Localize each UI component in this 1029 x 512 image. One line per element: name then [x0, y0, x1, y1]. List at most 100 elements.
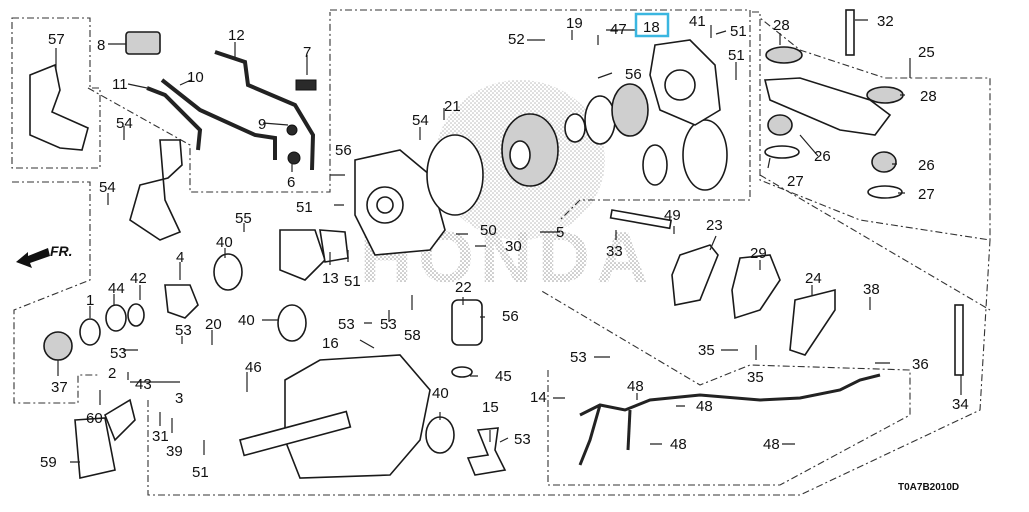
part-27-washer-b	[867, 185, 903, 199]
callout-48[interactable]: 48	[627, 378, 644, 395]
callout-48[interactable]: 48	[670, 436, 687, 453]
callout-26[interactable]: 26	[918, 157, 935, 174]
parts	[29, 9, 964, 479]
callout-52[interactable]: 52	[508, 31, 525, 48]
callout-37[interactable]: 37	[51, 379, 68, 396]
callout-5[interactable]: 5	[556, 224, 564, 241]
callout-11[interactable]: 11	[112, 76, 128, 93]
callout-54[interactable]: 54	[412, 112, 429, 129]
callout-6[interactable]: 6	[287, 174, 295, 191]
callout-20[interactable]: 20	[205, 316, 222, 333]
callout-55[interactable]: 55	[235, 210, 252, 227]
part-28-bushing-b	[866, 86, 904, 104]
callout-15[interactable]: 15	[482, 399, 499, 416]
callout-12[interactable]: 12	[228, 27, 245, 44]
callout-8[interactable]: 8	[97, 37, 105, 54]
callout-4[interactable]: 4	[176, 249, 184, 266]
callout-40[interactable]: 40	[238, 312, 255, 329]
callout-54[interactable]: 54	[99, 179, 116, 196]
callout-43[interactable]: 43	[135, 376, 152, 393]
callout-33[interactable]: 33	[606, 243, 623, 260]
callout-47[interactable]: 47	[610, 21, 627, 38]
callout-labels[interactable]: 57 8 12 7 11 10 9 6 54 54 55 40 4 42 44 …	[40, 13, 969, 481]
part-15-fork	[466, 427, 507, 476]
callout-53[interactable]: 53	[570, 349, 587, 366]
callout-14[interactable]: 14	[530, 389, 547, 406]
part-29-mount	[731, 254, 781, 320]
callout-9[interactable]: 9	[258, 116, 266, 133]
part-4-housing	[164, 284, 199, 319]
callout-36[interactable]: 36	[912, 356, 929, 373]
part-housing	[284, 354, 431, 479]
callout-22[interactable]: 22	[455, 279, 472, 296]
callout-51[interactable]: 51	[728, 47, 745, 64]
callout-41[interactable]: 41	[689, 13, 706, 30]
callout-16[interactable]: 16	[322, 335, 339, 352]
callout-53[interactable]: 53	[514, 431, 531, 448]
callout-26[interactable]: 26	[814, 148, 831, 165]
callout-24[interactable]: 24	[805, 270, 822, 287]
callout-46[interactable]: 46	[245, 359, 262, 376]
callout-39[interactable]: 39	[166, 443, 183, 460]
callout-53[interactable]: 53	[338, 316, 355, 333]
callout-23[interactable]: 23	[706, 217, 723, 234]
part-59-actuator	[74, 417, 116, 479]
callout-25[interactable]: 25	[918, 44, 935, 61]
callout-19[interactable]: 19	[566, 15, 583, 32]
callout-48[interactable]: 48	[696, 398, 713, 415]
callout-56[interactable]: 56	[502, 308, 519, 325]
callout-21[interactable]: 21	[444, 98, 461, 115]
callout-49[interactable]: 49	[664, 207, 681, 224]
callout-51[interactable]: 51	[192, 464, 209, 481]
callout-48[interactable]: 48	[763, 436, 780, 453]
callout-40[interactable]: 40	[432, 385, 449, 402]
part-1-seal	[79, 318, 101, 346]
callout-44[interactable]: 44	[108, 280, 125, 297]
part-7-clip	[295, 79, 317, 91]
callout-42[interactable]: 42	[130, 270, 147, 287]
callout-56[interactable]: 56	[335, 142, 352, 159]
part-12-hose	[214, 50, 316, 171]
callout-60[interactable]: 60	[86, 410, 103, 427]
callout-34[interactable]: 34	[952, 396, 969, 413]
part-13-gasket	[319, 229, 349, 263]
callout-57[interactable]: 57	[48, 31, 65, 48]
callout-7[interactable]: 7	[303, 44, 311, 61]
callout-2[interactable]: 2	[108, 365, 116, 382]
callout-27[interactable]: 27	[918, 186, 935, 203]
callout-3[interactable]: 3	[175, 390, 183, 407]
callout-38[interactable]: 38	[863, 281, 880, 298]
callout-35[interactable]: 35	[698, 342, 715, 359]
callout-27[interactable]: 27	[787, 173, 804, 190]
part-44-bearing	[105, 304, 127, 332]
callout-58[interactable]: 58	[404, 327, 421, 344]
callout-28[interactable]: 28	[920, 88, 937, 105]
callout-31[interactable]: 31	[152, 428, 169, 445]
callout-45[interactable]: 45	[495, 368, 512, 385]
callout-29[interactable]: 29	[750, 245, 767, 262]
callout-32[interactable]: 32	[877, 13, 894, 30]
callout-28[interactable]: 28	[773, 17, 790, 34]
callout-53[interactable]: 53	[380, 316, 397, 333]
part-9-clip	[286, 124, 298, 136]
part-26-mount-b	[871, 151, 897, 173]
callout-54[interactable]: 54	[116, 115, 133, 132]
callout-13[interactable]: 13	[322, 270, 339, 287]
callout-35[interactable]: 35	[747, 369, 764, 386]
callout-10[interactable]: 10	[187, 69, 204, 86]
part-10-hose	[160, 78, 277, 160]
callout-51[interactable]: 51	[296, 199, 313, 216]
callout-53[interactable]: 53	[175, 322, 192, 339]
callout-18[interactable]: 18	[643, 19, 660, 36]
callout-56[interactable]: 56	[625, 66, 642, 83]
callout-30[interactable]: 30	[505, 238, 522, 255]
callout-40[interactable]: 40	[216, 234, 233, 251]
callout-51[interactable]: 51	[730, 23, 747, 40]
callout-50[interactable]: 50	[480, 222, 497, 239]
callout-1[interactable]: 1	[86, 292, 94, 309]
callout-53[interactable]: 53	[110, 345, 127, 362]
callout-59[interactable]: 59	[40, 454, 57, 471]
callout-51[interactable]: 51	[344, 273, 361, 290]
front-direction-indicator: FR.	[16, 243, 73, 268]
